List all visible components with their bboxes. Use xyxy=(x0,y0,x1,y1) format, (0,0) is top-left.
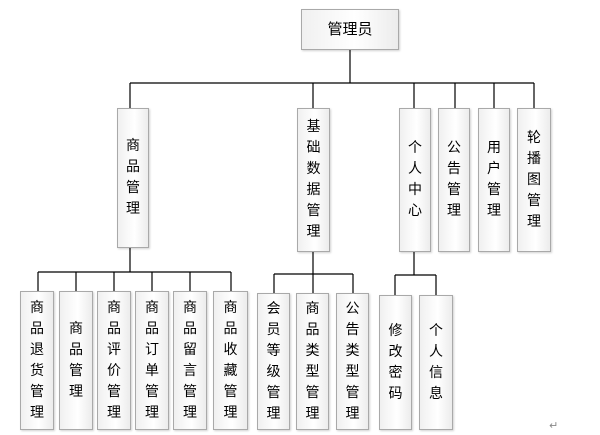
node-personal-info: 个人信息 xyxy=(419,295,453,430)
node-carousel-mgmt: 轮播图管理 xyxy=(517,108,551,252)
node-member-level: 会员等级管理 xyxy=(257,293,290,430)
node-user-mgmt: 用户管理 xyxy=(478,108,510,252)
node-notice-mgmt: 公告管理 xyxy=(438,108,470,252)
node-notice-type: 公告类型管理 xyxy=(336,293,369,430)
node-goods-review: 商品评价管理 xyxy=(97,291,131,430)
node-goods-order: 商品订单管理 xyxy=(135,291,169,430)
node-goods: 商品管理 xyxy=(59,291,93,430)
node-basic-data: 基础数据管理 xyxy=(297,108,330,252)
node-goods-mgmt: 商品管理 xyxy=(117,108,149,248)
node-change-password: 修改密码 xyxy=(379,295,412,430)
node-goods-type: 商品类型管理 xyxy=(296,293,329,430)
node-goods-favorite: 商品收藏管理 xyxy=(213,291,248,430)
node-personal-center: 个人中心 xyxy=(399,108,431,252)
node-goods-comment: 商品留言管理 xyxy=(173,291,207,430)
node-goods-return: 商品退货管理 xyxy=(20,291,54,430)
paragraph-mark: ↵ xyxy=(549,419,559,432)
node-admin: 管理员 xyxy=(301,9,399,50)
